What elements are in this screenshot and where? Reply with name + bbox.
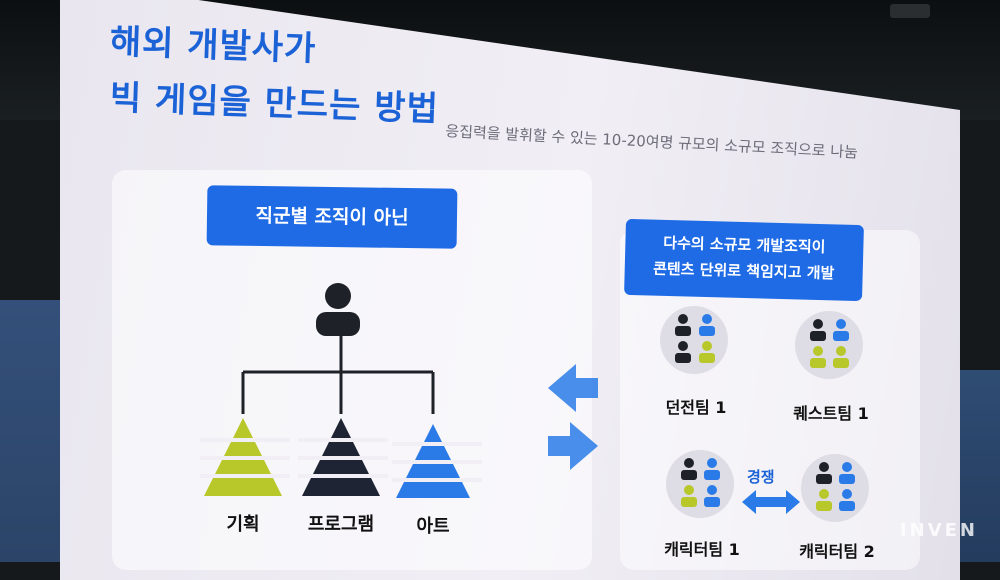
team-circle-character-2 bbox=[801, 454, 869, 522]
pyramid-planning-icon bbox=[200, 418, 290, 496]
team-circle-quest-1 bbox=[795, 311, 863, 379]
arrow-right-icon bbox=[548, 422, 598, 470]
team-circle-character-1 bbox=[666, 450, 734, 518]
hierarchy-connector bbox=[241, 336, 435, 414]
arrow-left-icon bbox=[548, 364, 598, 412]
competition-arrow-icon bbox=[742, 490, 800, 514]
team-label-dungeon-1: 던전팀 1 bbox=[665, 398, 727, 417]
team-label-character-2: 캐릭터팀 2 bbox=[799, 542, 875, 561]
team-label-quest-1: 퀘스트팀 1 bbox=[793, 404, 869, 423]
pyramid-label-planning: 기획 bbox=[226, 514, 260, 535]
team-circle-dungeon-1 bbox=[660, 306, 728, 374]
team-label-character-1: 캐릭터팀 1 bbox=[664, 540, 740, 559]
pyramid-art-icon bbox=[392, 424, 482, 498]
watermark-logo: INVEN bbox=[899, 520, 978, 541]
leader-person-icon bbox=[316, 283, 360, 336]
org-diagram bbox=[200, 283, 869, 522]
pyramid-label-program: 프로그램 bbox=[307, 514, 375, 535]
competition-label: 경쟁 bbox=[747, 468, 775, 486]
pyramid-label-art: 아트 bbox=[416, 516, 450, 537]
ceiling-fixture bbox=[890, 4, 930, 18]
pyramid-program-icon bbox=[298, 418, 388, 496]
wall-left bbox=[0, 300, 60, 562]
